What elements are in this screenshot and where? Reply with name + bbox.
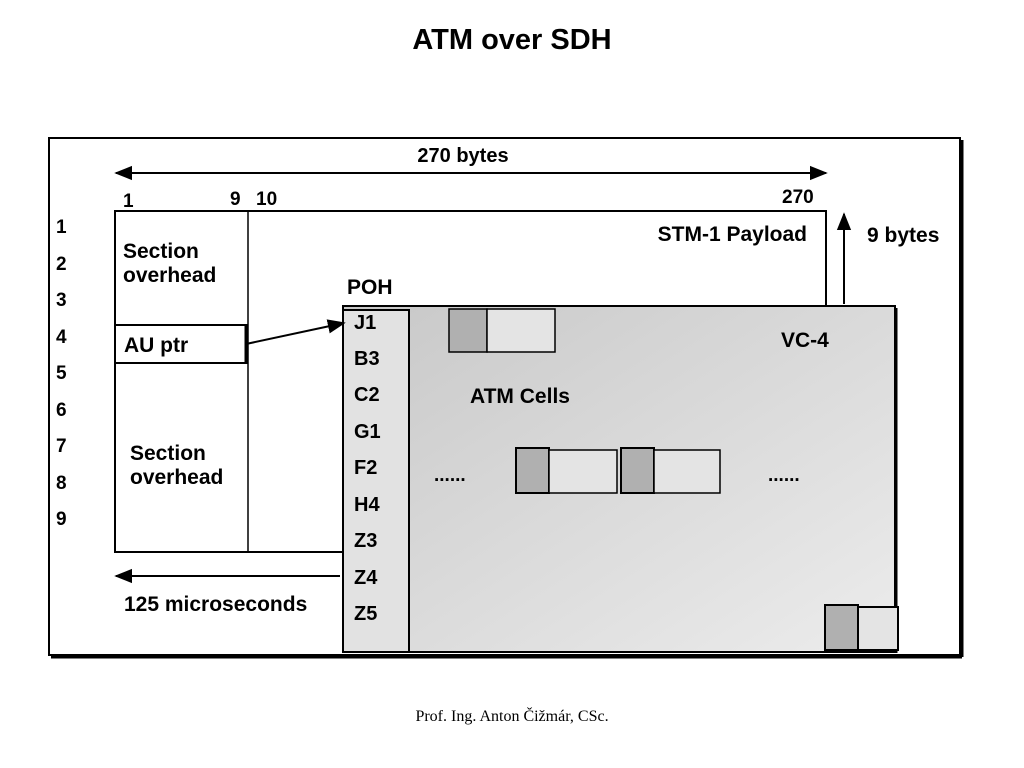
- poh-byte-c2: C2: [354, 384, 380, 406]
- poh-byte-g1: G1: [354, 421, 381, 443]
- row-number-9: 9: [56, 509, 67, 530]
- au-pointer-box: [114, 324, 248, 364]
- poh-byte-h4: H4: [354, 494, 380, 516]
- section-overhead-top-line2: overhead: [123, 264, 216, 287]
- poh-column: [342, 309, 410, 653]
- row-number-2: 2: [56, 254, 67, 275]
- column-label-10: 10: [256, 189, 277, 210]
- row-number-7: 7: [56, 436, 67, 457]
- row-number-4: 4: [56, 327, 67, 348]
- au-pointer-label: AU ptr: [124, 334, 188, 357]
- column-label-1: 1: [123, 191, 134, 212]
- atm-cell-header: [515, 447, 550, 494]
- poh-byte-f2: F2: [354, 457, 377, 479]
- atm-cell-payload: [486, 308, 556, 353]
- section-overhead-top-line1: Section: [123, 240, 199, 263]
- stm1-payload-label: STM-1 Payload: [658, 223, 807, 246]
- nine-bytes-label: 9 bytes: [867, 224, 939, 247]
- row-number-6: 6: [56, 400, 67, 421]
- vc4-label: VC-4: [781, 329, 829, 352]
- row-number-5: 5: [56, 363, 67, 384]
- page-title: ATM over SDH: [412, 24, 612, 56]
- atm-cell-payload: [548, 449, 618, 494]
- ellipsis-right: ......: [768, 465, 800, 486]
- row-number-3: 3: [56, 290, 67, 311]
- row-number-1: 1: [56, 217, 67, 238]
- row-numbers: 1 2 3 4 5 6 7 8 9: [56, 217, 67, 530]
- poh-byte-z5: Z5: [354, 603, 377, 625]
- poh-byte-z4: Z4: [354, 567, 378, 589]
- atm-cell: [824, 604, 899, 651]
- row-number-8: 8: [56, 473, 67, 494]
- width-label: 270 bytes: [417, 145, 508, 167]
- section-overhead-bottom-line2: overhead: [130, 466, 223, 489]
- au-pointer-arrow: [245, 319, 346, 345]
- atm-cell-payload: [653, 449, 721, 494]
- poh-byte-j1: J1: [354, 312, 376, 334]
- atm-cell-header: [620, 447, 655, 494]
- atm-cell-header: [448, 308, 488, 353]
- atm-cell: [448, 308, 556, 353]
- poh-bytes: J1 B3 C2 G1 F2 H4 Z3 Z4 Z5: [354, 312, 381, 625]
- poh-byte-z3: Z3: [354, 530, 377, 552]
- atm-cell-header: [824, 604, 859, 651]
- poh-byte-b3: B3: [354, 348, 380, 370]
- footer-author: Prof. Ing. Anton Čižmár, CSc.: [415, 708, 609, 725]
- ellipsis-left: ......: [434, 465, 466, 486]
- atm-cell-payload: [857, 606, 899, 651]
- section-overhead-bottom-line1: Section: [130, 442, 206, 465]
- poh-label: POH: [347, 276, 393, 299]
- column-label-9: 9: [230, 189, 241, 210]
- atm-cells-label: ATM Cells: [470, 385, 570, 408]
- vc4-container: [342, 305, 896, 653]
- time-label: 125 microseconds: [124, 593, 307, 616]
- column-label-270: 270: [782, 187, 814, 208]
- atm-cell: [515, 447, 618, 494]
- atm-cell: [620, 447, 721, 494]
